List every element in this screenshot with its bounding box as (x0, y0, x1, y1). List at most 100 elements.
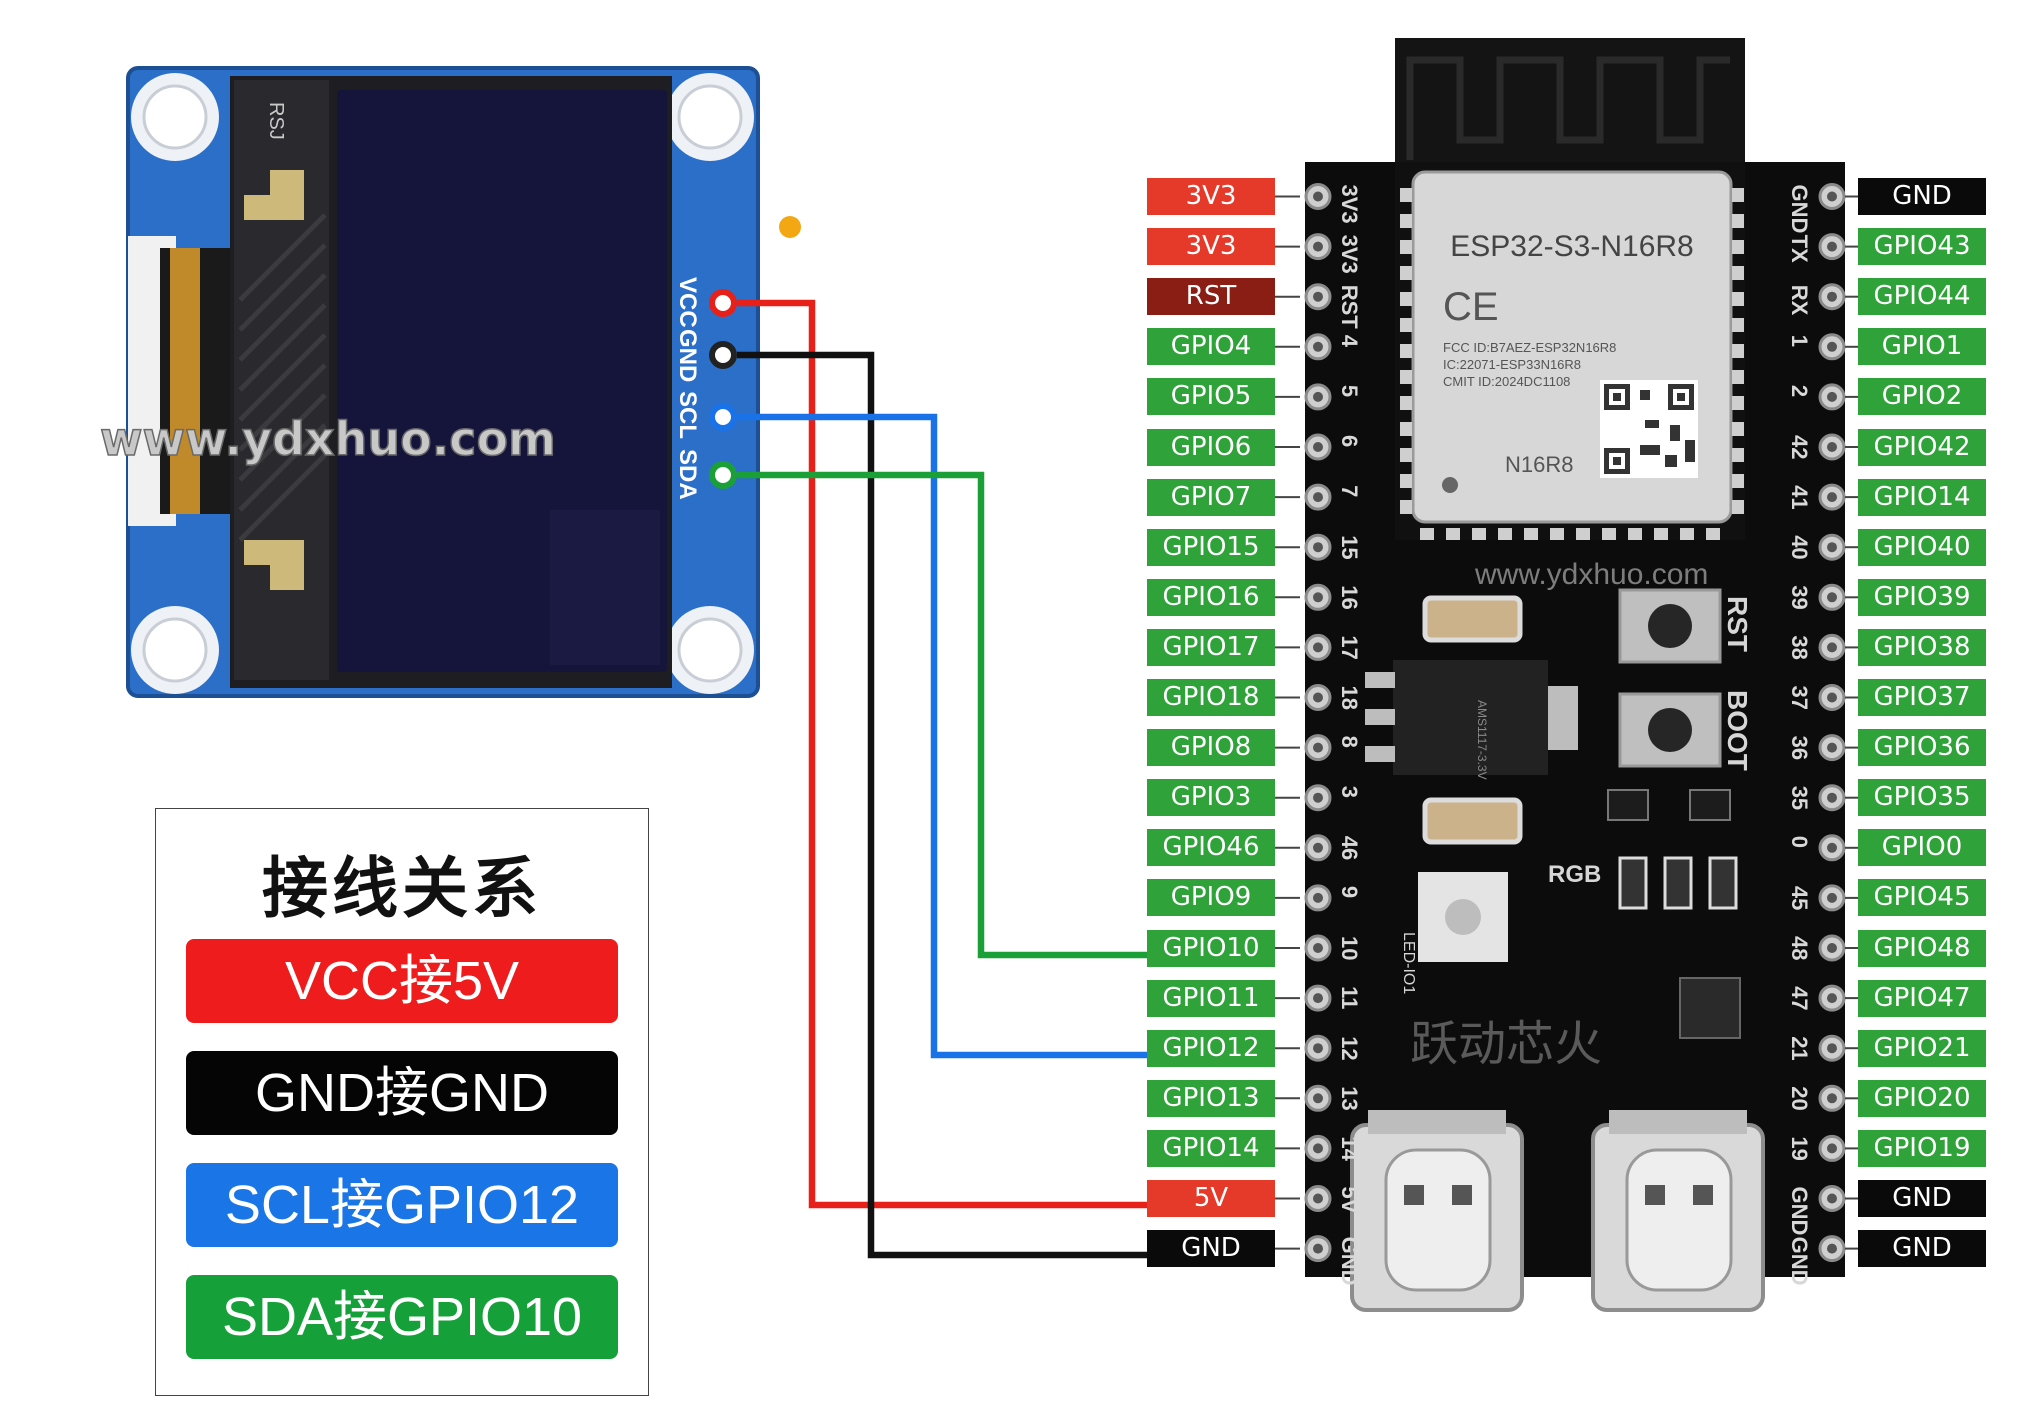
left-pin-label-gnd: GND (1147, 1230, 1275, 1268)
right-pin-label-gpio42: GPIO42 (1858, 428, 1986, 466)
right-pin-label-gpio36: GPIO36 (1858, 729, 1986, 767)
right-silkscreen-label: 19 (1787, 1136, 1812, 1160)
oled-pin-gnd (709, 341, 737, 369)
left-header-pin-center (1313, 1193, 1323, 1204)
module-castellations (1400, 188, 1744, 540)
left-pin-label-gpio16: GPIO16 (1147, 578, 1275, 616)
left-pin-label-gpio46: GPIO46 (1147, 829, 1275, 867)
oled-pin-label-scl: SCL (674, 391, 701, 439)
left-pin-label-gpio14: GPIO14 (1147, 1129, 1275, 1167)
right-header-pin-center (1827, 492, 1837, 503)
left-pin-label-5v: 5V (1147, 1180, 1275, 1217)
castellation-pad (1732, 344, 1744, 358)
left-header-pin-center (1313, 1043, 1323, 1054)
silkscreen-brand: 跃动芯火 (1410, 1016, 1602, 1072)
right-header-pin-center (1827, 842, 1837, 853)
right-silkscreen-label: 36 (1787, 736, 1812, 760)
mounting-hole (666, 606, 754, 694)
left-silkscreen-label: 7 (1337, 485, 1362, 497)
right-pin-label-gnd: GND (1858, 1180, 1986, 1217)
right-header-pin-center (1827, 642, 1837, 653)
right-pin-label-gpio39: GPIO39 (1858, 578, 1986, 616)
boot-button-label: BOOT (1722, 690, 1753, 771)
voltage-regulator: AMS1117-3.3V (1365, 660, 1578, 780)
legend-item-sda: SDA接GPIO10 (186, 1275, 618, 1359)
right-pin-label-gpio45: GPIO45 (1858, 879, 1986, 917)
castellation-pad (1400, 318, 1412, 332)
right-header-pin-center (1827, 1143, 1837, 1154)
right-pin-label-gpio40: GPIO40 (1858, 528, 1986, 566)
right-silkscreen-label: 45 (1787, 886, 1812, 910)
right-header-pin-center (1827, 943, 1837, 953)
left-pin-label-gpio8: GPIO8 (1147, 729, 1275, 767)
wires (737, 299, 1148, 1259)
ce-mark: CE (1443, 285, 1499, 329)
left-header-pin-center (1313, 241, 1323, 252)
fcc-line-1: FCC ID:B7AEZ-ESP32N16R8 (1443, 340, 1616, 355)
left-silkscreen-label: 11 (1337, 986, 1362, 1009)
castellation-pad (1732, 318, 1744, 332)
castellation-pad (1732, 500, 1744, 514)
left-header-pin-center (1313, 943, 1323, 953)
board-watermark: www.ydxhuo.com (1474, 558, 1708, 591)
usb-ic (1679, 977, 1741, 1039)
right-silkscreen-label: 40 (1787, 535, 1812, 559)
right-header-pin-center (1827, 892, 1837, 903)
left-silkscreen-label: 46 (1337, 836, 1362, 860)
left-header-pin-center (1313, 1143, 1323, 1154)
esp32-board: ESP32-S3-N16R8 CE FCC ID:B7AEZ-ESP32N16R… (1304, 38, 1846, 1312)
castellation-pad (1400, 292, 1412, 306)
right-silkscreen-label: 2 (1787, 385, 1812, 397)
left-pin-label-3v3: 3V3 (1147, 178, 1275, 215)
castellation-pad (1654, 528, 1668, 540)
right-silkscreen-label: 38 (1787, 635, 1812, 659)
status-led (1618, 856, 1648, 910)
left-silkscreen-label: 5V (1337, 1187, 1362, 1214)
castellation-pad (1732, 448, 1744, 462)
legend-item-gnd: GND接GND (186, 1051, 618, 1135)
castellation-pad (1732, 240, 1744, 254)
status-led (1708, 856, 1738, 910)
right-header-pin-center (1827, 1243, 1837, 1254)
right-silkscreen-label: 48 (1787, 936, 1812, 960)
right-silkscreen-label: 42 (1787, 435, 1812, 459)
rst-button[interactable] (1618, 588, 1722, 664)
left-silkscreen-label: 4 (1337, 335, 1362, 348)
led-label: LED-IO1 (1400, 932, 1417, 994)
right-header-pin-center (1827, 341, 1837, 352)
right-silkscreen-label: 35 (1787, 786, 1812, 810)
left-header-pin-center (1313, 1093, 1323, 1104)
transistor (1689, 789, 1731, 821)
module-code: N16R8 (1505, 452, 1573, 477)
right-silkscreen-label: GND (1787, 1187, 1812, 1236)
right-pin-label-gpio20: GPIO20 (1858, 1079, 1986, 1117)
usb-c-port-2[interactable] (1591, 1110, 1765, 1312)
fcc-line-3: CMIT ID:2024DC1108 (1443, 374, 1570, 389)
right-pin-label-gpio35: GPIO35 (1858, 779, 1986, 817)
right-pin-label-gpio21: GPIO21 (1858, 1029, 1986, 1067)
oled-pin-label-vcc: VCC (674, 277, 701, 328)
fcc-line-2: IC:22071-ESP33N16R8 (1443, 357, 1581, 372)
wire-gnd-gnd (737, 351, 1148, 1259)
wiring-legend: 接线关系 VCC接5V GND接GND SCL接GPIO12 SDA接GPIO1… (155, 808, 649, 1396)
boot-button[interactable] (1618, 692, 1722, 768)
castellation-pad (1400, 188, 1412, 202)
castellation-pad (1550, 528, 1564, 540)
left-header-pin-center (1313, 341, 1323, 352)
right-pin-label-gpio2: GPIO2 (1858, 378, 1986, 416)
right-silkscreen-label: 37 (1787, 686, 1812, 710)
mounting-hole (131, 606, 219, 694)
right-silkscreen-label: 41 (1787, 485, 1812, 509)
usb-c-port-1[interactable] (1350, 1110, 1524, 1312)
oled-chip-stripes (238, 213, 327, 542)
castellation-pad (1706, 528, 1720, 540)
left-silkscreen-label: 9 (1337, 886, 1362, 898)
mounting-hole (666, 73, 754, 161)
castellation-pad (1602, 528, 1616, 540)
capacitor (1422, 797, 1523, 845)
left-header-pin-center (1313, 592, 1323, 603)
rst-button-label: RST (1722, 596, 1753, 652)
left-pin-label-gpio7: GPIO7 (1147, 478, 1275, 516)
left-silkscreen-label: 17 (1337, 635, 1362, 659)
